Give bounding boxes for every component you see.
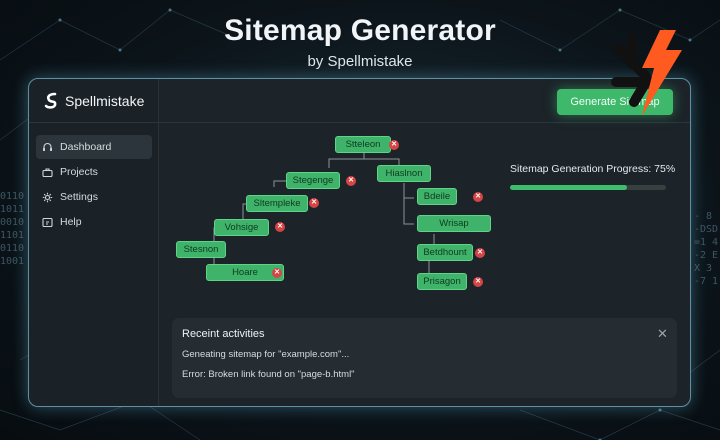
tree-node[interactable]: Hiaslnon [377, 165, 431, 182]
tree-node[interactable]: Stesnon [176, 241, 226, 258]
sidebar-item-dashboard[interactable]: Dashboard [36, 135, 152, 159]
sidebar-item-label: Projects [60, 166, 98, 178]
briefcase-icon [42, 167, 53, 177]
progress-bar [510, 185, 666, 190]
recent-activities-panel: Receint activities ✕ Geneating sitemap f… [172, 318, 677, 398]
code-decoration: 0110 1011 0010 1101 0110 1001 [0, 191, 25, 267]
hero-title: Sitemap Generator [224, 14, 496, 47]
brand[interactable]: Spellmistake [43, 92, 144, 110]
brand-logo-icon [44, 92, 57, 109]
sidebar-nav: Dashboard Projects Settings Help [36, 135, 152, 235]
sidebar-item-label: Settings [60, 191, 98, 203]
close-icon[interactable]: ✕ [657, 326, 668, 341]
progress-bar-fill [510, 185, 627, 190]
gear-icon [42, 192, 53, 202]
tree-node[interactable]: Wrisap [417, 215, 491, 232]
error-icon: ✕ [272, 268, 282, 278]
headset-icon [43, 142, 52, 151]
tree-node[interactable]: Bdeile [417, 188, 457, 205]
sidebar-item-projects[interactable]: Projects [36, 160, 152, 184]
sidebar-item-label: Help [60, 216, 82, 228]
error-icon: ✕ [389, 140, 399, 150]
error-icon: ✕ [275, 222, 285, 232]
error-icon: ✕ [473, 192, 483, 202]
error-icon: ✕ [475, 248, 485, 258]
help-icon [42, 217, 53, 227]
tree-node[interactable]: Stteleon [335, 136, 391, 153]
code-decoration: - 8 -DSD =1 4 -2 E X 3 -7 1 [694, 211, 719, 287]
sidebar-item-help[interactable]: Help [36, 210, 152, 234]
tree-node[interactable]: Sltempleke [246, 195, 308, 212]
brand-name: Spellmistake [65, 93, 145, 109]
activity-item: Error: Broken link found on "page-b.html… [182, 369, 355, 380]
sidebar: Spellmistake Dashboard Projects Settings… [29, 79, 159, 406]
error-icon: ✕ [346, 176, 356, 186]
app-window: Spellmistake Dashboard Projects Settings… [28, 78, 691, 407]
tree-node[interactable]: Hoare [206, 264, 284, 281]
activity-item: Geneating sitemap for "example.com"... [182, 349, 350, 360]
sidebar-item-settings[interactable]: Settings [36, 185, 152, 209]
sidebar-item-label: Dashboard [60, 141, 112, 153]
error-icon: ✕ [473, 277, 483, 287]
brand-mark-icon [611, 30, 682, 116]
progress-label: Sitemap Generation Progress: 75% [510, 163, 676, 175]
tree-node[interactable]: Betdhount [417, 244, 473, 261]
tree-node[interactable]: Prisagon [417, 273, 467, 290]
tree-node[interactable]: Vohsige [214, 219, 269, 236]
error-icon: ✕ [309, 198, 319, 208]
hero-subtitle: by Spellmistake [307, 53, 413, 70]
topbar [29, 79, 690, 123]
tree-node[interactable]: Stegenge [286, 172, 340, 189]
activity-title: Receint activities [182, 328, 265, 340]
